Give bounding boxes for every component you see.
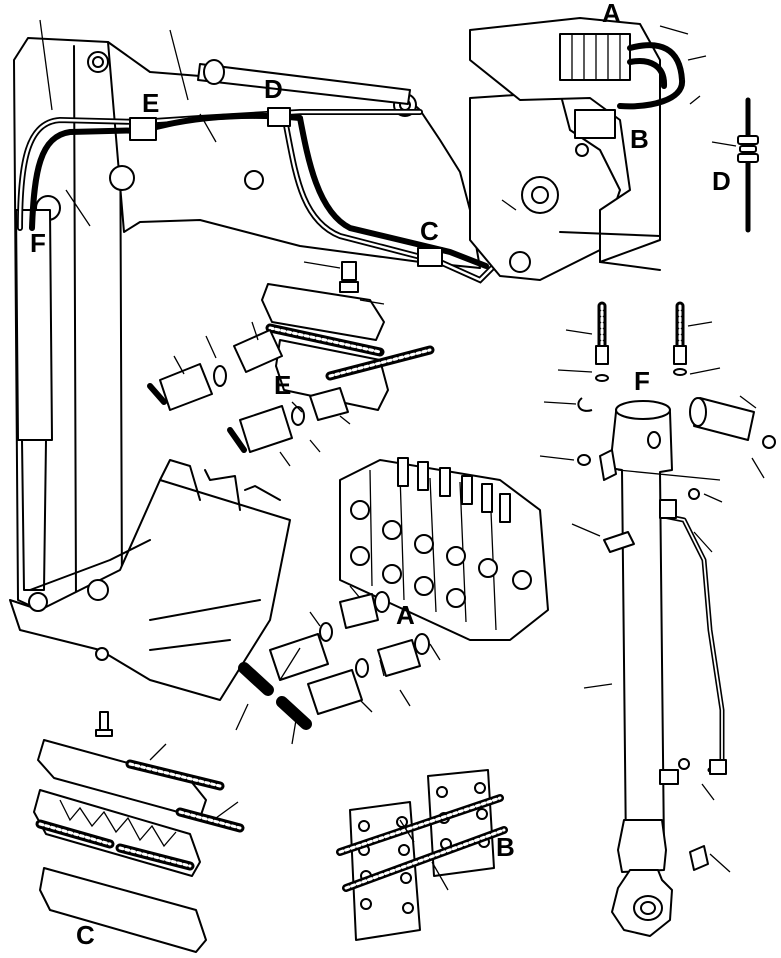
callout-c-boom: C — [420, 216, 439, 246]
valve-spools — [397, 457, 511, 523]
detail-d-hose-clip — [711, 97, 759, 233]
callout-c-clamp: C — [76, 920, 95, 950]
callout-e-clamp: E — [274, 370, 291, 400]
callout-d-boom: D — [264, 74, 283, 104]
callout-f-boom: F — [30, 228, 46, 258]
callout-e-boom: E — [142, 88, 159, 118]
detail-a-control-valve — [235, 457, 549, 745]
detail-b-clamp — [336, 769, 508, 941]
callout-a-top: A — [602, 0, 621, 28]
callout-d-detail: D — [712, 166, 731, 196]
detail-c-clamp — [33, 711, 245, 953]
callout-a-valve: A — [396, 600, 415, 630]
detail-e-clamp-fittings — [147, 261, 435, 467]
callout-b-clamp: B — [496, 832, 515, 862]
boom-assembly — [9, 17, 685, 701]
callout-labels: A B D E D F C E F A B C — [30, 0, 731, 950]
callout-f-cylinder: F — [634, 366, 650, 396]
detail-f-cylinder — [539, 301, 776, 937]
callout-b-top: B — [630, 124, 649, 154]
